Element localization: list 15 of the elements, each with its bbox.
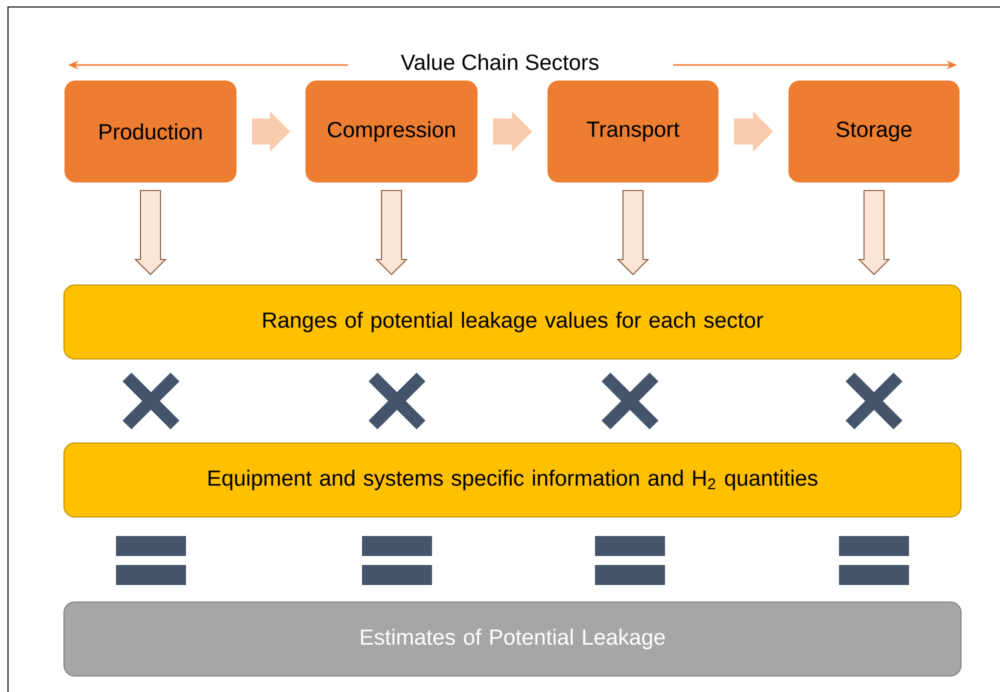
band-box: Equipment and systems specific information and H$_{2}$ quantities (63, 442, 962, 518)
block-arrow (134, 190, 167, 276)
block-arrow (616, 190, 650, 276)
block-arrow (252, 111, 290, 152)
block-arrow (375, 190, 408, 276)
sector-box: Production (64, 80, 237, 183)
block-arrow (493, 111, 532, 152)
result-box: Estimates of Potential Leakage (63, 601, 962, 677)
band-box: Ranges of potential leakage values for each sector (63, 284, 962, 360)
block-arrow (734, 111, 774, 152)
sector-box: Compression (305, 80, 478, 183)
sector-box: Transport (547, 80, 719, 183)
sector-box: Storage (788, 80, 960, 183)
title: Value Chain Sectors (400, 54, 598, 70)
block-arrow (858, 190, 890, 276)
